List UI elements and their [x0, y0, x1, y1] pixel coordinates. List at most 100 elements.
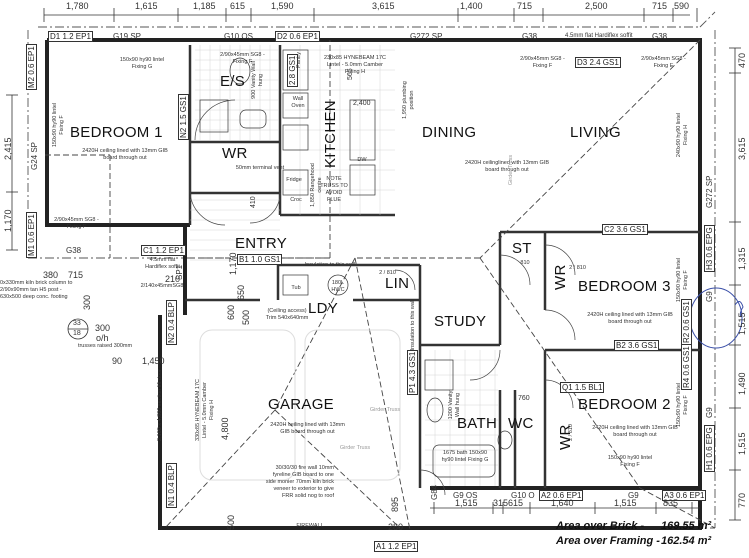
room-bedroom-1: BEDROOM 1: [70, 124, 163, 141]
area-brick-label: Area over Brick -: [556, 520, 645, 532]
window-tag-n1: N1 0.4 BLP: [166, 463, 177, 508]
label-wr-810a: 2 / 810: [569, 265, 586, 271]
window-tag-a1: A1 1.2 EP1: [374, 541, 419, 552]
note-sg8-f1: 2/90x45mm SG8 - Fixing F: [54, 217, 99, 230]
label-wall-oven: Wall Oven: [291, 96, 305, 109]
note-firewall: FIREWALL: [296, 523, 324, 529]
dim-top-7: 715: [517, 1, 533, 11]
note-fire-wall: 30/30/30 fire wall 10mm fyreline GIB boa…: [265, 465, 334, 499]
dim-top-0: 1,780: [66, 1, 89, 11]
dim-right-5: 1,515: [737, 432, 747, 455]
note-garage-ceiling: 2420H ceiling lined with 13mm GIB board …: [270, 422, 345, 435]
dim-380: 380: [43, 270, 59, 280]
label-croc: Croc: [290, 197, 302, 203]
dim-right-3: 1,515: [737, 312, 747, 335]
note-terminal-vent: 50mm terminal vent: [235, 165, 285, 171]
room-wr-1: WR: [222, 145, 248, 162]
note-insulation-1: Insulation to this wall: [304, 262, 356, 268]
roof-lines: [45, 39, 716, 531]
lintel-g10os: G10 OS: [224, 32, 253, 41]
lintel-g19: G19 SP: [113, 32, 142, 41]
right-dimension-line: [729, 47, 741, 521]
label-wr-810b: 2 / 810: [568, 424, 574, 441]
note-girder-1: Girder Truss: [369, 407, 401, 413]
window-tag-a3: A3 0.6 EP1: [662, 490, 707, 501]
area-framing-value: 162.54 m²: [661, 535, 712, 547]
dim-top-8: 2,500: [585, 1, 608, 11]
note-vanity-2: 1200 Vanity Wall hung: [448, 390, 461, 420]
dim-bottom-0: 1,515: [455, 498, 478, 508]
room-study: STUDY: [434, 313, 487, 330]
dim-565: 565: [347, 68, 354, 80]
section-marker-top: 33: [73, 320, 81, 327]
room-living: LIVING: [570, 124, 621, 141]
interior-walls: [185, 45, 700, 488]
dim-top-6: 1,400: [460, 1, 483, 11]
room-ldy: LDY: [308, 300, 339, 317]
tile-grid: [190, 45, 498, 486]
dim-top-2: 1,185: [193, 1, 216, 11]
room-garage: GARAGE: [268, 396, 334, 413]
window-tag-d2: D2 0.6 EP1: [275, 31, 320, 42]
dim-600: 600: [226, 304, 236, 320]
section-marker-bottom: 18: [73, 330, 81, 337]
note-plumbing: 1,950 plumbing position: [402, 81, 415, 119]
note-sg8-f2: 2/90x45mm SG8 - Fixing F: [520, 56, 565, 69]
window-tag-n2b: N2 0.4 BLP: [166, 300, 177, 345]
lintel-g84: G84: [430, 484, 439, 500]
note-soffit-c1: 4.5mm flat Hardiflex soffit: [145, 257, 180, 270]
window-tag-m2: M2 0.6 EP1: [26, 44, 37, 90]
dim-300b: 300: [95, 323, 111, 333]
window-tag-d1: D1 1.2 EP1: [48, 31, 93, 42]
dim-top-5: 3,615: [372, 1, 395, 11]
window-tag-b1: B1 1.0 GS1: [237, 254, 283, 265]
dim-1450: 1,450: [142, 356, 165, 366]
label-hwc: 180L HWC: [331, 280, 345, 293]
note-insulation-2: Insulation to this wall: [410, 299, 416, 351]
note-garage-door: 2,100 x 4,800 section lift door: [157, 369, 163, 441]
dim-500b: 500: [226, 514, 236, 530]
note-trusses: trusses raised 300mm: [77, 343, 133, 349]
dim-4800: 4,800: [220, 417, 230, 440]
note-sg8-f3: 2/90x45mm SG8 - Fixing F: [220, 52, 265, 65]
dim-280: 280: [388, 522, 404, 532]
window-tag-h1: H1 0.6 EPG: [704, 425, 715, 472]
dim-top-10: 590: [674, 1, 690, 11]
fixtures: [199, 49, 513, 478]
lintel-g38-left: G38: [66, 246, 82, 255]
room-lin: LIN: [385, 275, 410, 292]
label-pantry: Pantry: [296, 52, 302, 68]
lintel-g9-r2: G9: [705, 407, 714, 418]
room-dining: DINING: [422, 124, 477, 141]
bottom-dimension-line: [430, 502, 700, 514]
lintel-g9-r1: G9: [705, 291, 714, 302]
note-lintel-f-left: 150x90 hy90 lintel Fixing F: [52, 102, 65, 148]
dim-895: 895: [390, 496, 400, 512]
note-bath: 1675 bath 150x90 hy90 lintel Fixing G: [441, 450, 489, 463]
label-st-810: 810: [520, 260, 530, 266]
note-sg8-140: 2/140x45mmSG8: [140, 283, 184, 289]
window-tag-n2: N2 1.5 GS1: [178, 94, 189, 140]
dim-top-4: 1,590: [271, 1, 294, 11]
dim-right-0: 470: [737, 52, 747, 68]
dim-bottom-3: 1,640: [551, 498, 574, 508]
lintel-g9os: G9 OS: [453, 491, 478, 500]
soffit-top: 4.5mm flat Hardiflex soffit: [565, 33, 633, 39]
window-tag-h3: H3 0.6 EPG: [704, 225, 715, 272]
dim-top-1: 1,615: [135, 1, 158, 11]
dim-bottom-4: 1,515: [614, 498, 637, 508]
note-lintel-living: 240x90 hy90 lintel Fixing H: [676, 112, 689, 158]
car-outlines: [199, 329, 401, 481]
note-hynebeam-top: 230x85 HYNEBEAM 17C Lintel - 5.0mm Cambe…: [323, 55, 387, 75]
dim-bottom-2: 615: [508, 498, 524, 508]
note-lintel-bed2-side: 150x90 hy90 lintel Fixing F: [676, 382, 689, 428]
note-bed1-ceiling: 2420H ceiling lined with 13mm GIB board …: [82, 148, 168, 161]
dim-1170: 1,170: [228, 252, 238, 275]
note-dining-ceiling: 2420H ceilinglined with 13mm GIB board t…: [464, 160, 550, 173]
window-tag-b2: B2 3.6 GS1: [614, 340, 660, 351]
room-kitchen: KITCHEN: [322, 100, 339, 168]
dim-210: 210: [165, 274, 181, 284]
room-bath: BATH: [457, 415, 498, 432]
section-marker: [67, 318, 89, 340]
window-tag-c1: C1 1.2 EP1: [141, 245, 186, 256]
